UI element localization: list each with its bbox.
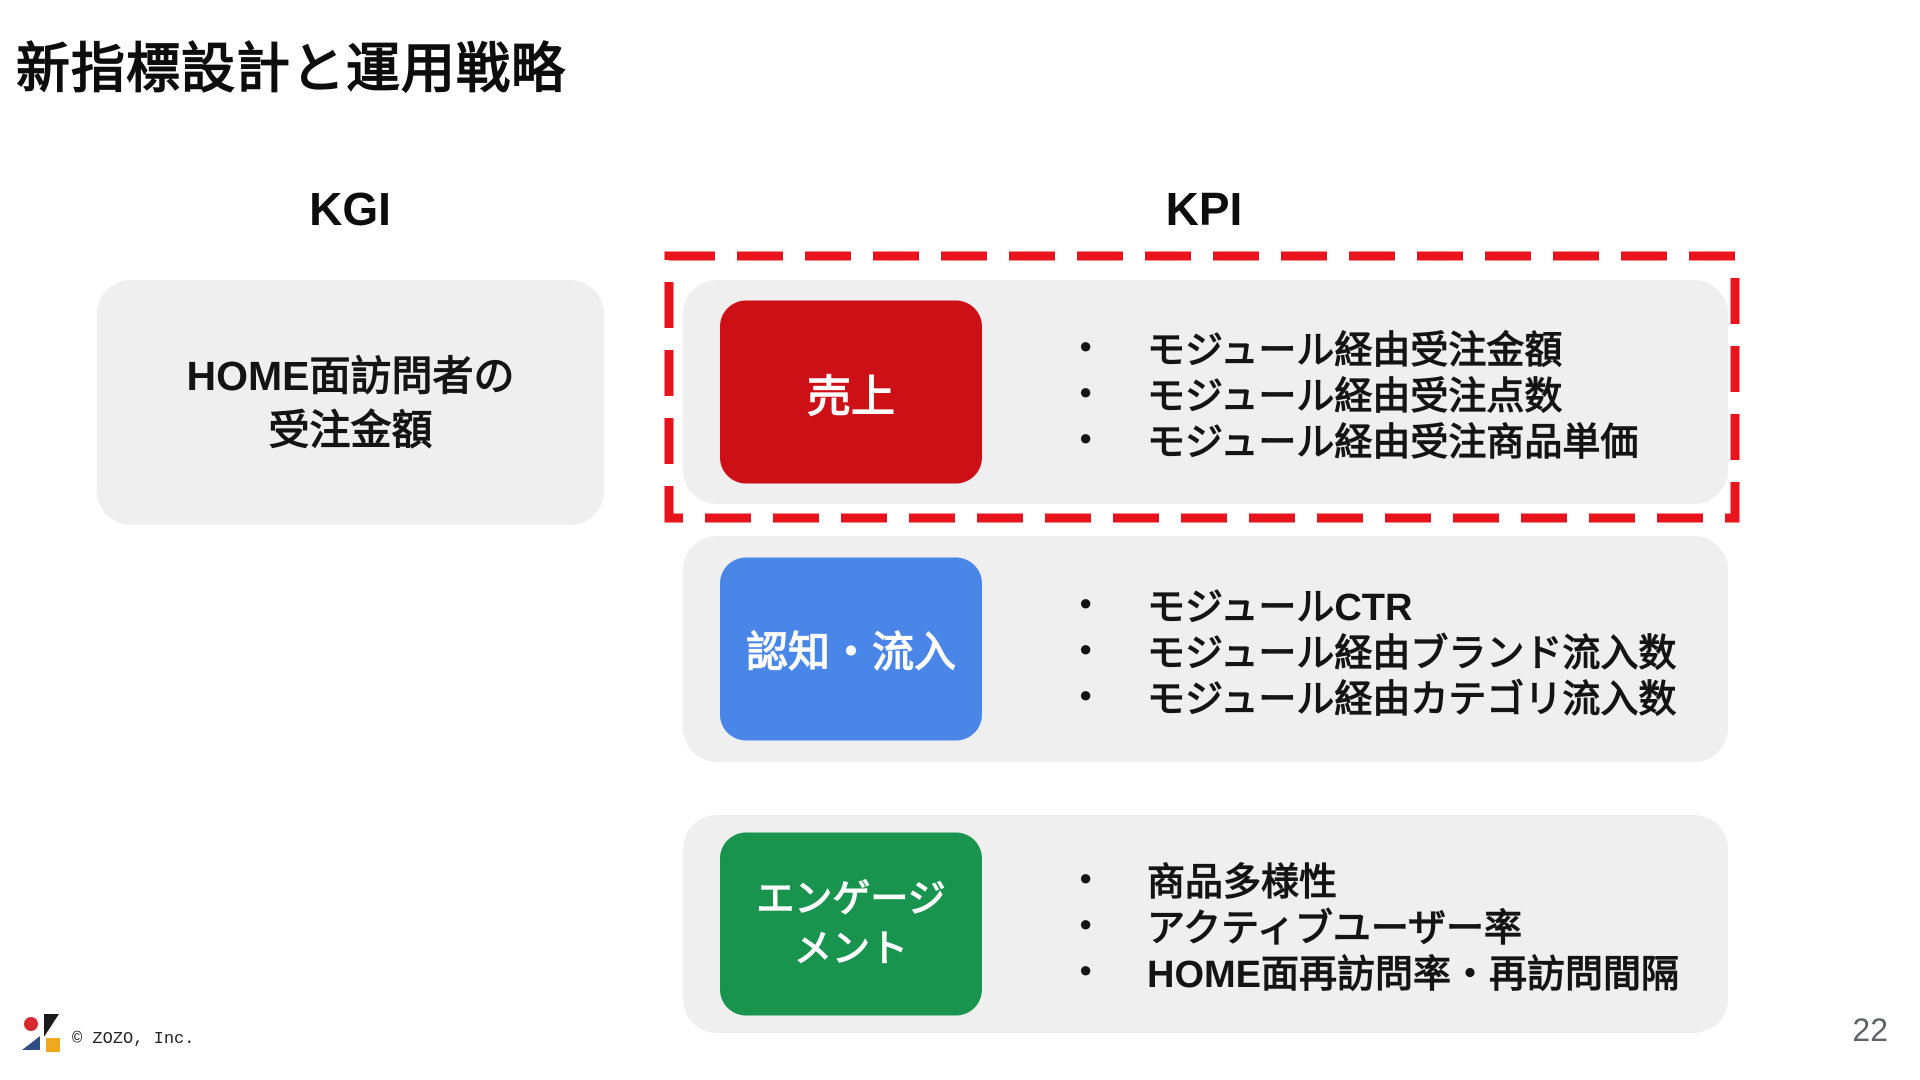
kpi-item: ● 商品多様性 [1073,855,1679,904]
logo-red-circle-icon [24,1017,38,1031]
copyright-text: © ZOZO, Inc. [72,1030,195,1049]
kpi-row-engagement: エンゲージ メント ● 商品多様性 ● アクティブユーザー率 ● HOME面再訪… [683,815,1728,1033]
kpi-item: ● モジュール経由受注商品単価 [1073,415,1638,464]
logo-black-triangle-icon [44,1014,59,1037]
bullet-icon: ● [1079,911,1093,936]
kpi-item: ● モジュール経由受注点数 [1073,369,1638,418]
kpi-row-awareness-inflow: 認知・流入 ● モジュールCTR ● モジュール経由ブランド流入数 ● モジュー… [683,536,1728,762]
kpi-item: ● モジュール経由カテゴリ流入数 [1073,672,1676,721]
bullet-icon: ● [1079,333,1093,358]
kpi-item-label: アクティブユーザー率 [1147,907,1523,950]
bullet-icon: ● [1079,379,1093,404]
bullet-icon: ● [1079,425,1093,450]
kgi-box-text: HOME面訪問者の 受注金額 [186,352,515,453]
kpi-badge-sales: 売上 [720,300,982,484]
kpi-item-label: モジュール経由受注商品単価 [1147,421,1639,464]
kpi-item-list-engagement: ● 商品多様性 ● アクティブユーザー率 ● HOME面再訪問率・再訪問間隔 [683,855,1679,996]
bullet-icon: ● [1079,865,1093,890]
zozo-logo [22,1014,62,1054]
kpi-item-label: モジュールCTR [1147,586,1413,629]
kgi-column-header: KGI [309,183,391,235]
kpi-item-list-awareness-inflow: ● モジュールCTR ● モジュール経由ブランド流入数 ● モジュール経由カテゴ… [683,580,1676,721]
bullet-icon: ● [1079,682,1093,707]
kpi-item-label: モジュール経由カテゴリ流入数 [1147,678,1677,721]
slide-title: 新指標設計と運用戦略 [16,39,566,99]
kpi-row-sales: 売上 ● モジュール経由受注金額 ● モジュール経由受注点数 ● モジュール経由… [683,280,1728,504]
bullet-icon: ● [1079,957,1093,982]
kgi-box: HOME面訪問者の 受注金額 [97,280,604,525]
kpi-badge-engagement: エンゲージ メント [720,832,982,1016]
kpi-item-label: 商品多様性 [1147,861,1338,904]
kpi-badge-awareness-inflow-label: 認知・流入 [745,628,956,676]
bullet-icon: ● [1079,636,1093,661]
kpi-badge-engagement-label: エンゲージ メント [756,878,946,970]
kpi-item-label: モジュール経由ブランド流入数 [1147,632,1677,675]
kpi-item-label: HOME面再訪問率・再訪問間隔 [1147,953,1680,996]
page-number: 22 [1852,1012,1888,1048]
kpi-item: ● HOME面再訪問率・再訪問間隔 [1073,947,1679,996]
kpi-badge-sales-label: 売上 [807,372,895,421]
bullet-icon: ● [1079,590,1093,615]
logo-navy-triangle-icon [22,1036,40,1050]
kpi-column-header: KPI [1165,183,1243,235]
kpi-badge-awareness-inflow: 認知・流入 [720,557,982,741]
kpi-item: ● モジュール経由受注金額 [1073,323,1638,372]
kpi-item: ● アクティブユーザー率 [1073,901,1679,950]
kpi-item: ● モジュール経由ブランド流入数 [1073,626,1676,675]
logo-yellow-square-icon [46,1038,60,1052]
kpi-item: ● モジュールCTR [1073,580,1676,629]
